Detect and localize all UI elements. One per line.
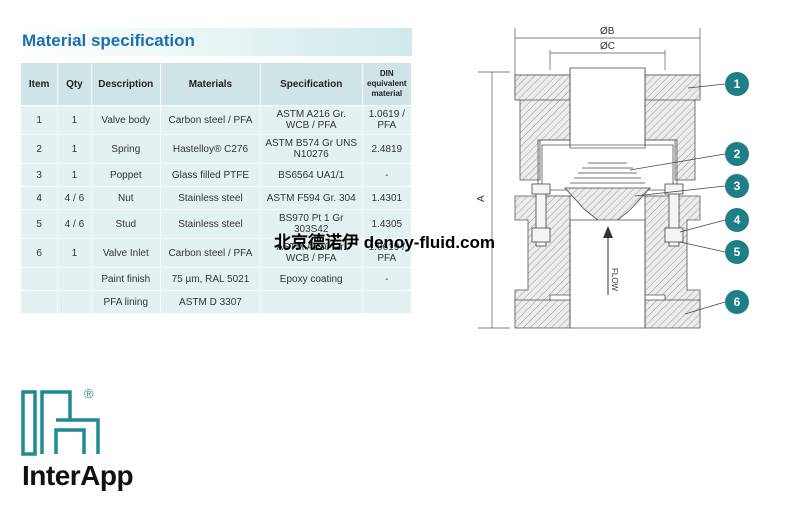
cell-description: Valve body <box>90 105 162 135</box>
cell-specification: BS6564 UA1/1 <box>259 163 363 187</box>
valve-body <box>514 67 701 197</box>
callout-3-number: 3 <box>734 179 741 193</box>
flow-label: FLOW <box>610 268 619 292</box>
callout-2: 2 <box>725 142 749 166</box>
cell-item <box>19 267 59 291</box>
cell-item: 3 <box>19 163 59 187</box>
cell-qty <box>57 290 92 314</box>
watermark-text: 北京德诺伊 denoy-fluid.com <box>274 233 495 252</box>
cell-description: Stud <box>90 209 162 239</box>
cell-din: 1.4301 <box>361 186 413 210</box>
cell-description: Poppet <box>90 163 162 187</box>
table-header-row: Item Qty Description Materials Specifica… <box>19 62 413 106</box>
table-row: 1 1 Valve body Carbon steel / PFA ASTM A… <box>19 105 413 135</box>
col-materials: Materials <box>160 62 261 106</box>
table-row: 4 4 / 6 Nut Stainless steel ASTM F594 Gr… <box>19 186 413 210</box>
col-description: Description <box>90 62 162 106</box>
callout-4-number: 4 <box>734 213 741 227</box>
cell-specification: ASTM F594 Gr. 304 <box>259 186 363 210</box>
cell-din: - <box>361 267 413 291</box>
cell-specification: Epoxy coating <box>259 267 363 291</box>
cell-specification: BS970 Pt 1 Gr 303S42 <box>259 209 363 239</box>
callout-3: 3 <box>725 174 749 198</box>
interapp-logo-mark: ® <box>21 386 100 456</box>
material-spec-table: Item Qty Description Materials Specifica… <box>19 62 413 314</box>
callout-6: 6 <box>725 290 749 314</box>
cell-din: - <box>361 163 413 187</box>
cell-qty <box>57 267 92 291</box>
callout-5-number: 5 <box>734 245 741 259</box>
col-specification: Specification <box>259 62 363 106</box>
cell-qty: 4 / 6 <box>57 209 92 239</box>
valve-section-drawing: ØB ØC A <box>476 26 749 329</box>
table-row: 6 1 Valve Inlet Carbon steel / PFA ASTM … <box>19 238 413 268</box>
callout-4: 4 <box>725 208 749 232</box>
cell-specification: ASTM B574 Gr UNS N10276 <box>259 134 363 164</box>
cell-qty: 1 <box>57 163 92 187</box>
col-qty: Qty <box>57 62 92 106</box>
table-row: 3 1 Poppet Glass filled PTFE BS6564 UA1/… <box>19 163 413 187</box>
callout-leaders <box>629 83 726 315</box>
cell-materials: Hastelloy® C276 <box>160 134 261 164</box>
page-title: Material specification <box>22 31 195 50</box>
cell-materials: Carbon steel / PFA <box>160 105 261 135</box>
callout-2-number: 2 <box>734 147 741 161</box>
cell-din: 1.4305 <box>361 209 413 239</box>
cell-description: Nut <box>90 186 162 210</box>
cell-item: 1 <box>19 105 59 135</box>
cell-description: Spring <box>90 134 162 164</box>
cell-materials: 75 µm, RAL 5021 <box>160 267 261 291</box>
cell-item: 6 <box>19 238 59 268</box>
callout-6-number: 6 <box>734 295 741 309</box>
cell-materials: Carbon steel / PFA <box>160 238 261 268</box>
cell-item <box>19 290 59 314</box>
cell-din: 1.0619 / PFA <box>361 105 413 135</box>
dimension-lines <box>478 28 701 329</box>
col-din: DIN equivalent material <box>361 62 413 106</box>
table-row: Paint finish 75 µm, RAL 5021 Epoxy coati… <box>19 267 413 291</box>
cell-materials: Glass filled PTFE <box>160 163 261 187</box>
col-item: Item <box>19 62 59 106</box>
flow-arrow <box>603 226 613 295</box>
dim-a-label: A <box>476 195 487 202</box>
brand-name: InterApp <box>22 460 134 491</box>
cell-din: 2.4819 <box>361 134 413 164</box>
cell-materials: Stainless steel <box>160 209 261 239</box>
table-row: 5 4 / 6 Stud Stainless steel BS970 Pt 1 … <box>19 209 413 239</box>
table-row: PFA lining ASTM D 3307 <box>19 290 413 314</box>
cell-din <box>361 290 413 314</box>
cell-specification: ASTM A216 Gr. WCB / PFA <box>259 105 363 135</box>
cell-qty: 1 <box>57 105 92 135</box>
cell-materials: Stainless steel <box>160 186 261 210</box>
registered-mark: ® <box>84 386 94 401</box>
cell-qty: 1 <box>57 134 92 164</box>
cell-description: PFA lining <box>90 290 162 314</box>
callout-1-number: 1 <box>734 77 741 91</box>
cell-specification <box>259 290 363 314</box>
cell-qty: 4 / 6 <box>57 186 92 210</box>
title-bar <box>18 28 412 56</box>
cell-item: 5 <box>19 209 59 239</box>
table-row: 2 1 Spring Hastelloy® C276 ASTM B574 Gr … <box>19 134 413 164</box>
callout-1: 1 <box>725 72 749 96</box>
poppet <box>564 187 651 229</box>
dim-c-label: ØC <box>600 41 615 52</box>
callout-5: 5 <box>725 240 749 264</box>
studs-and-nuts <box>531 183 684 247</box>
spring <box>570 162 645 184</box>
dim-b-label: ØB <box>600 26 615 37</box>
cell-item: 4 <box>19 186 59 210</box>
cell-item: 2 <box>19 134 59 164</box>
cell-materials: ASTM D 3307 <box>160 290 261 314</box>
cell-description: Valve Inlet <box>90 238 162 268</box>
cell-description: Paint finish <box>90 267 162 291</box>
cell-qty: 1 <box>57 238 92 268</box>
